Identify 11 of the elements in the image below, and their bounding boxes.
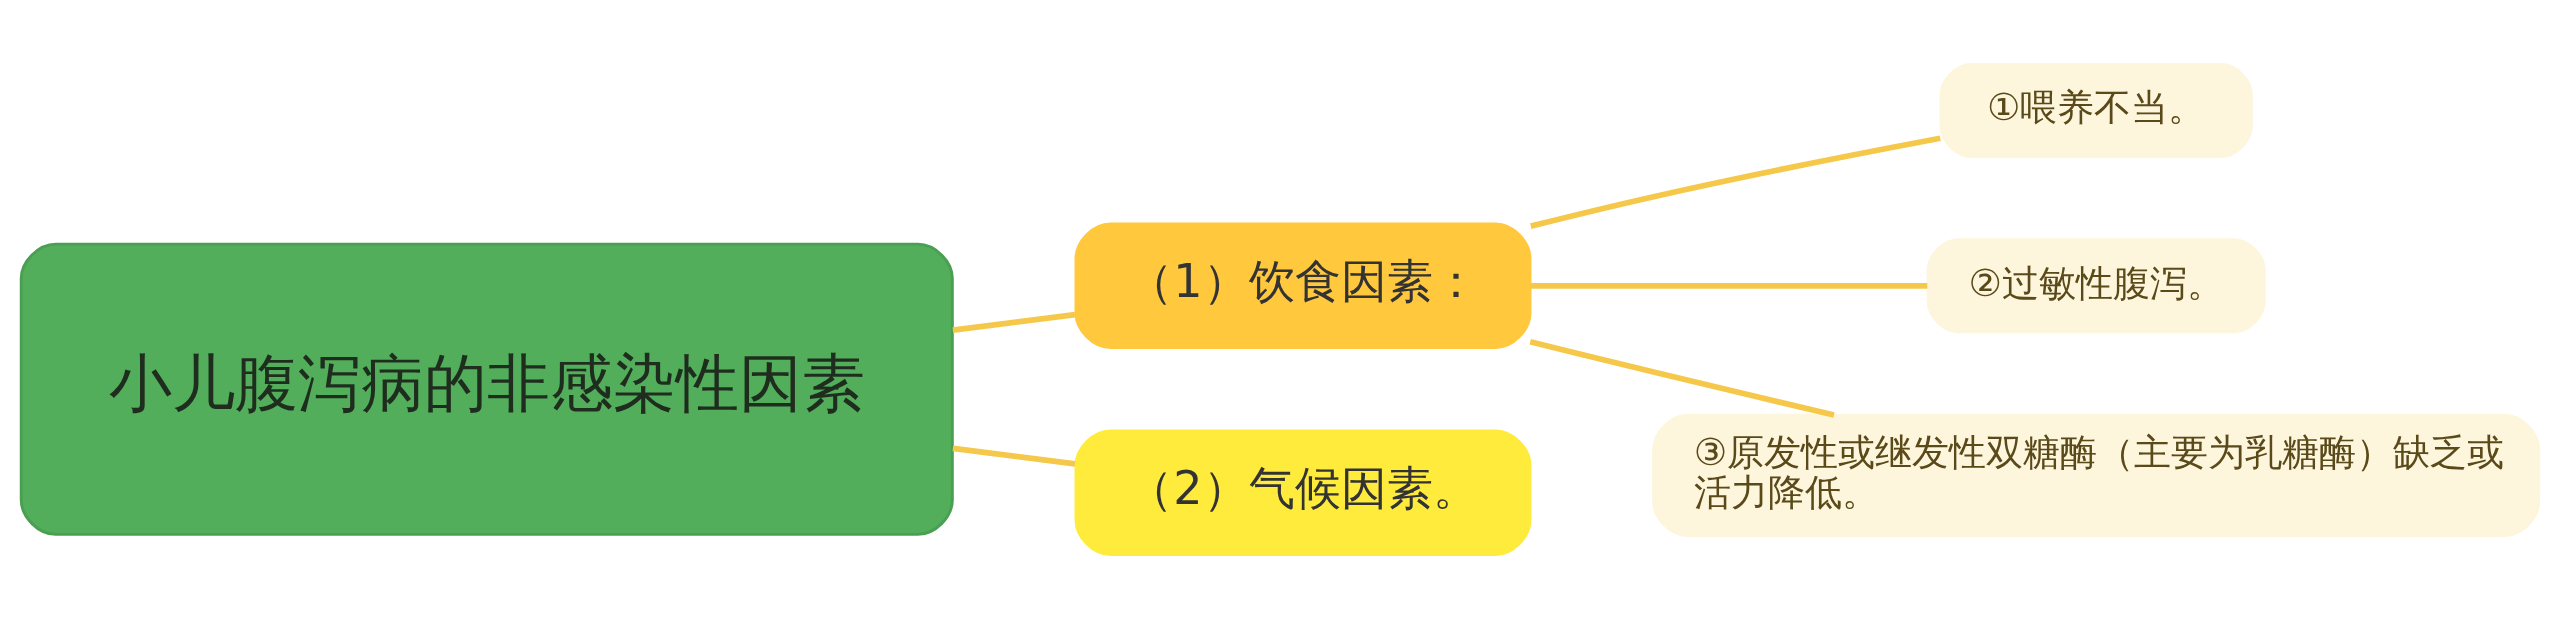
node-box: （2）气候因素。 [1074,429,1532,556]
node-box: ②过敏性腹泻。 [1926,238,2266,334]
connector [952,311,1076,333]
node-box: （1）饮食因素： [1074,222,1532,349]
connector [1529,339,1835,418]
node-box: ①喂养不当。 [1939,63,2253,158]
connector [952,445,1076,467]
node-box: 小儿腹泻病的非感染性因素 [19,242,954,536]
connector [1530,135,1941,229]
connector [1530,282,1928,289]
node-box: ③原发性或继发性双糖酶（主要为乳糖酶）缺乏或活力降低。 [1652,413,2541,538]
